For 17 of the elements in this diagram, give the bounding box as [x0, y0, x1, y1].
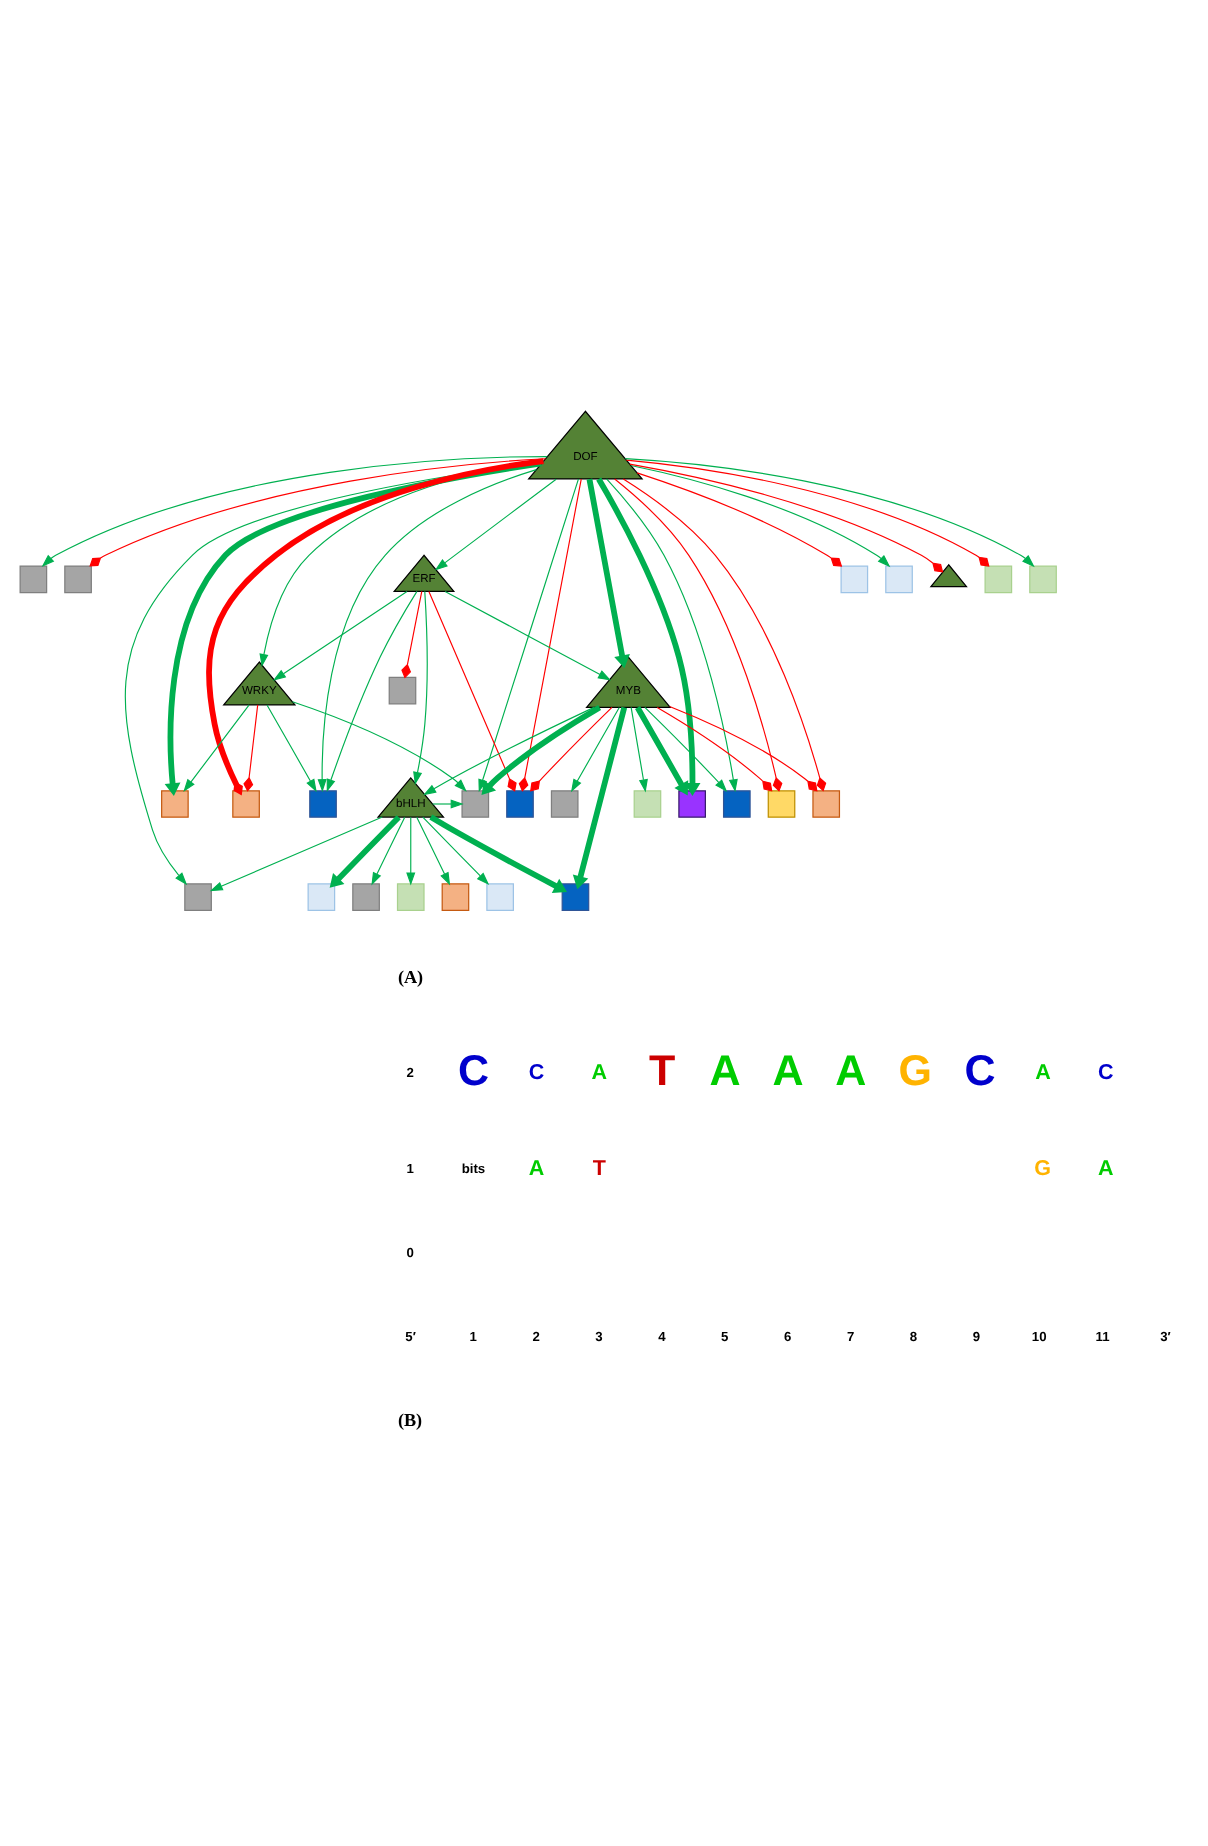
label: A [709, 1045, 741, 1094]
label: A [591, 1060, 608, 1085]
label: C [528, 1060, 545, 1085]
label: A [772, 1045, 804, 1094]
label: A [528, 1156, 545, 1181]
label: (A) [397, 965, 424, 986]
label: A [1035, 1060, 1051, 1085]
label: G [898, 1045, 933, 1094]
label: T [649, 1045, 676, 1094]
label: T [592, 1156, 606, 1181]
label: A [1098, 1156, 1114, 1181]
label: C [964, 1045, 996, 1094]
label: C [1098, 1060, 1114, 1085]
label: G [1034, 1156, 1052, 1181]
label: C [457, 1045, 489, 1094]
label: (B) [397, 1408, 423, 1429]
label: A [835, 1045, 867, 1094]
